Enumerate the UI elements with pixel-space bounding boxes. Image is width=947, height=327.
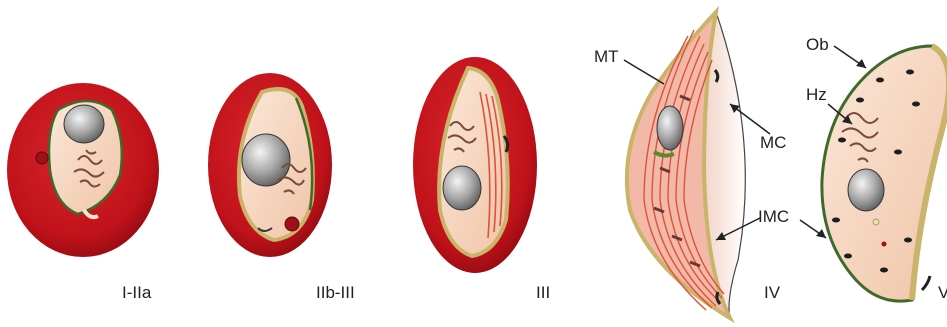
stage-4-label: IV: [764, 283, 781, 302]
pointer-imc-right-arrowhead: [816, 229, 826, 238]
stage-2-cell: [208, 73, 332, 257]
stage-3-nucleus: [443, 166, 481, 210]
stage-4-nucleus: [657, 106, 683, 150]
label-imc: IMC: [758, 207, 789, 226]
stage-5-cell: [822, 46, 947, 301]
stage-1-vesicle: [36, 152, 48, 164]
stage-5-nucleus: [848, 169, 884, 211]
label-mc: MC: [760, 133, 786, 152]
label-ob: Ob: [806, 35, 829, 54]
stage-3-label: III: [536, 283, 550, 302]
stage-3-cell: [413, 57, 537, 273]
stage-1-cell: [7, 83, 159, 257]
pointer-mt: [624, 60, 664, 84]
stage-1-nucleus: [64, 105, 104, 143]
label-hz: Hz: [806, 85, 827, 104]
stage-4-cell: [627, 12, 745, 318]
stage-5-label: V: [938, 283, 947, 302]
pointer-ob-arrowhead: [856, 59, 866, 68]
label-mt: MT: [594, 47, 619, 66]
stage-2-label: IIb-III: [316, 283, 355, 302]
stage-1-label: I-IIa: [122, 283, 152, 302]
stage-2-vesicle: [285, 217, 299, 231]
